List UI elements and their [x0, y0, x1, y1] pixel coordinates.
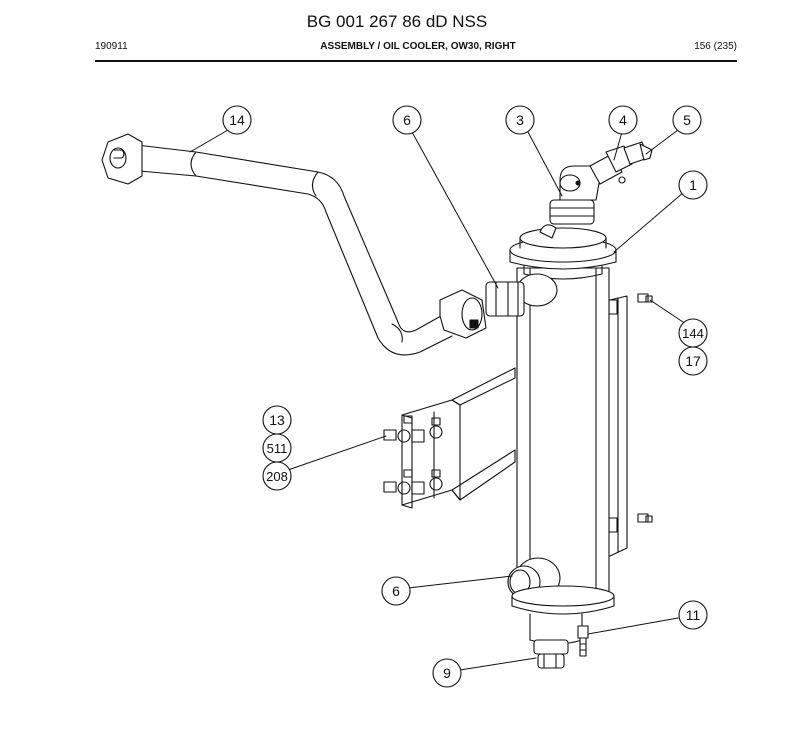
drain-plug	[533, 639, 569, 669]
svg-text:511: 511	[267, 441, 288, 456]
upper-end-cap	[509, 224, 617, 280]
callout-14: 14	[222, 105, 252, 135]
callout-5: 5	[672, 105, 702, 135]
callout-511: 511	[262, 433, 292, 463]
svg-text:3: 3	[516, 112, 524, 128]
svg-text:6: 6	[403, 112, 411, 128]
top-connectors	[589, 141, 653, 185]
svg-text:144: 144	[682, 326, 704, 341]
callout-4: 4	[608, 105, 638, 135]
page-number: 156 (235)	[694, 41, 737, 52]
lower-end-cap	[511, 585, 615, 645]
bleed-nipple	[577, 625, 589, 657]
callout-17: 17	[678, 346, 708, 376]
bracket-bolts	[383, 415, 443, 495]
callout-144: 144	[678, 318, 708, 348]
svg-text:4: 4	[619, 112, 627, 128]
mounting-bracket	[401, 367, 516, 509]
callout-9: 9	[432, 658, 462, 688]
header-rule	[95, 60, 737, 62]
svg-text:11: 11	[686, 607, 701, 623]
document-title: BG 001 267 86 dD NSS	[306, 12, 488, 31]
svg-text:5: 5	[683, 112, 691, 128]
cooler-cylinder	[516, 267, 610, 597]
svg-text:6: 6	[392, 583, 400, 599]
leader-lines	[189, 129, 687, 671]
svg-text:13: 13	[269, 412, 285, 428]
callout-11: 11	[678, 600, 708, 630]
svg-text:1: 1	[689, 177, 697, 193]
callout-3: 3	[505, 105, 535, 135]
callout-208: 208	[262, 461, 292, 491]
callout-6-upper: 6	[392, 105, 422, 135]
callout-balloons: 14 6 3 4 5 1 144 17	[222, 105, 708, 688]
plate-bolts	[637, 293, 653, 523]
svg-text:17: 17	[685, 353, 701, 369]
upper-side-fitting	[485, 273, 558, 317]
callout-13: 13	[262, 405, 292, 435]
pipe-end-nut	[101, 133, 143, 185]
back-mounting-plate	[608, 295, 628, 557]
svg-text:14: 14	[229, 112, 245, 128]
callout-1: 1	[678, 170, 708, 200]
assembly-title: ASSEMBLY / OIL COOLER, OW30, RIGHT	[320, 41, 516, 52]
pipe-union-nut	[439, 289, 487, 339]
oil-pipe	[122, 143, 453, 356]
top-elbow-fitting	[549, 165, 601, 225]
svg-text:208: 208	[266, 469, 288, 484]
callout-6-lower: 6	[381, 576, 411, 606]
date-code: 190911	[95, 41, 128, 52]
svg-text:9: 9	[443, 665, 451, 681]
